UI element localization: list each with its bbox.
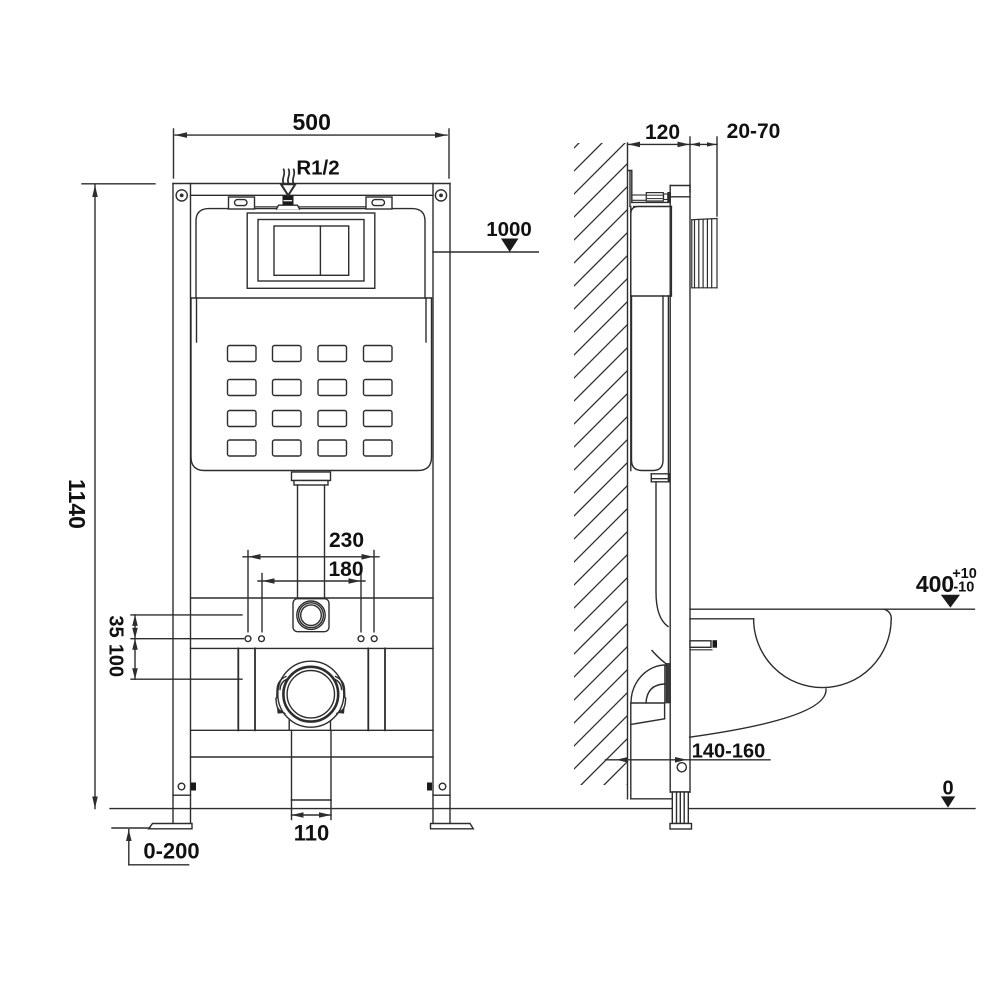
svg-text:180: 180 — [328, 558, 363, 581]
svg-text:20-70: 20-70 — [727, 120, 781, 143]
svg-text:0: 0 — [942, 778, 953, 800]
svg-text:1140: 1140 — [64, 479, 90, 529]
svg-text:400: 400 — [916, 571, 954, 597]
svg-text:+10: +10 — [952, 566, 977, 582]
svg-text:0-200: 0-200 — [143, 839, 199, 864]
svg-text:-10: -10 — [953, 580, 974, 596]
svg-text:1000: 1000 — [486, 218, 532, 241]
svg-text:120: 120 — [645, 121, 680, 144]
svg-text:100: 100 — [105, 644, 127, 677]
svg-text:110: 110 — [294, 821, 330, 846]
svg-text:140-160: 140-160 — [692, 741, 765, 763]
svg-text:500: 500 — [293, 109, 331, 135]
svg-text:35: 35 — [105, 615, 127, 637]
svg-text:230: 230 — [329, 529, 364, 552]
svg-text:R1/2: R1/2 — [296, 157, 339, 180]
